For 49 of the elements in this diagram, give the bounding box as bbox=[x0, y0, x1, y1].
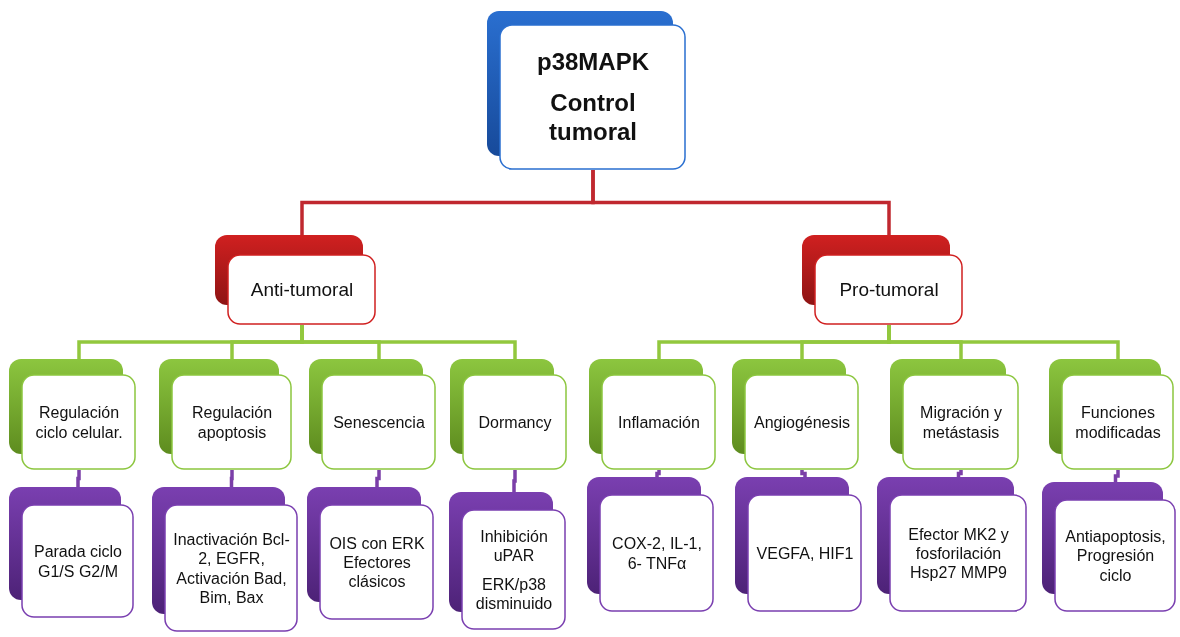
function-box bbox=[1049, 359, 1174, 470]
detail-box bbox=[307, 487, 434, 620]
node-text: Inactivación Bcl-2, EGFR, Activación Bad, Bim, Bax bbox=[172, 530, 291, 607]
root-box bbox=[487, 11, 686, 170]
node-text: Angiogénesis bbox=[753, 412, 851, 433]
node-text: OIS con ERK Efectores clásicos bbox=[328, 533, 426, 592]
function-box bbox=[309, 359, 436, 470]
connector-line bbox=[956, 470, 963, 477]
node-text: Anti-tumoral bbox=[250, 278, 354, 302]
connector-line bbox=[512, 470, 517, 492]
node-text: Dormancy bbox=[478, 412, 552, 433]
detail-box bbox=[152, 487, 298, 632]
node-text: Migración y metástasis bbox=[919, 403, 1003, 442]
function-box bbox=[9, 359, 136, 470]
detail-box bbox=[735, 477, 862, 612]
function-box bbox=[589, 359, 716, 470]
detail-box bbox=[449, 492, 566, 630]
detail-box bbox=[587, 477, 714, 612]
detail-box bbox=[1042, 482, 1176, 612]
function-box bbox=[159, 359, 292, 470]
function-box bbox=[732, 359, 859, 470]
node-text: Regulación apoptosis bbox=[190, 403, 274, 442]
node-text: COX-2, IL-1, 6- TNFα bbox=[611, 534, 703, 573]
connector-line bbox=[375, 470, 381, 487]
connector-line bbox=[229, 470, 234, 487]
detail-box bbox=[9, 487, 134, 618]
node-text: Efector MK2 y fosforilación Hsp27 MMP9 bbox=[907, 524, 1010, 583]
node-text: Pro-tumoral bbox=[839, 278, 939, 302]
connector-line bbox=[655, 470, 661, 477]
node-text: VEGFA, HIF1 bbox=[756, 543, 854, 564]
function-box bbox=[450, 359, 567, 470]
node-text: Inflamación bbox=[618, 412, 700, 433]
node-text: Regulación ciclo celular. bbox=[34, 403, 124, 442]
node-text: Senescencia bbox=[333, 412, 425, 433]
category-box bbox=[802, 235, 963, 325]
subtitle-text: Control tumoral bbox=[548, 89, 638, 147]
connector-line bbox=[1113, 470, 1120, 482]
category-box bbox=[215, 235, 376, 325]
connector-line bbox=[591, 170, 891, 235]
node-text: Antiapoptosis, Progresión ciclo bbox=[1064, 527, 1167, 585]
node-text: ERK/p38 disminuido bbox=[474, 575, 554, 614]
node-text: Parada ciclo G1/S G2/M bbox=[32, 542, 123, 581]
node-text: Funciones modificadas bbox=[1074, 403, 1162, 442]
connector-line bbox=[76, 470, 81, 487]
connector-line bbox=[800, 470, 807, 477]
function-box bbox=[890, 359, 1019, 470]
title-text: p38MAPK bbox=[537, 48, 649, 78]
node-text: Inhibición uPAR bbox=[479, 526, 549, 565]
detail-box bbox=[877, 477, 1027, 612]
